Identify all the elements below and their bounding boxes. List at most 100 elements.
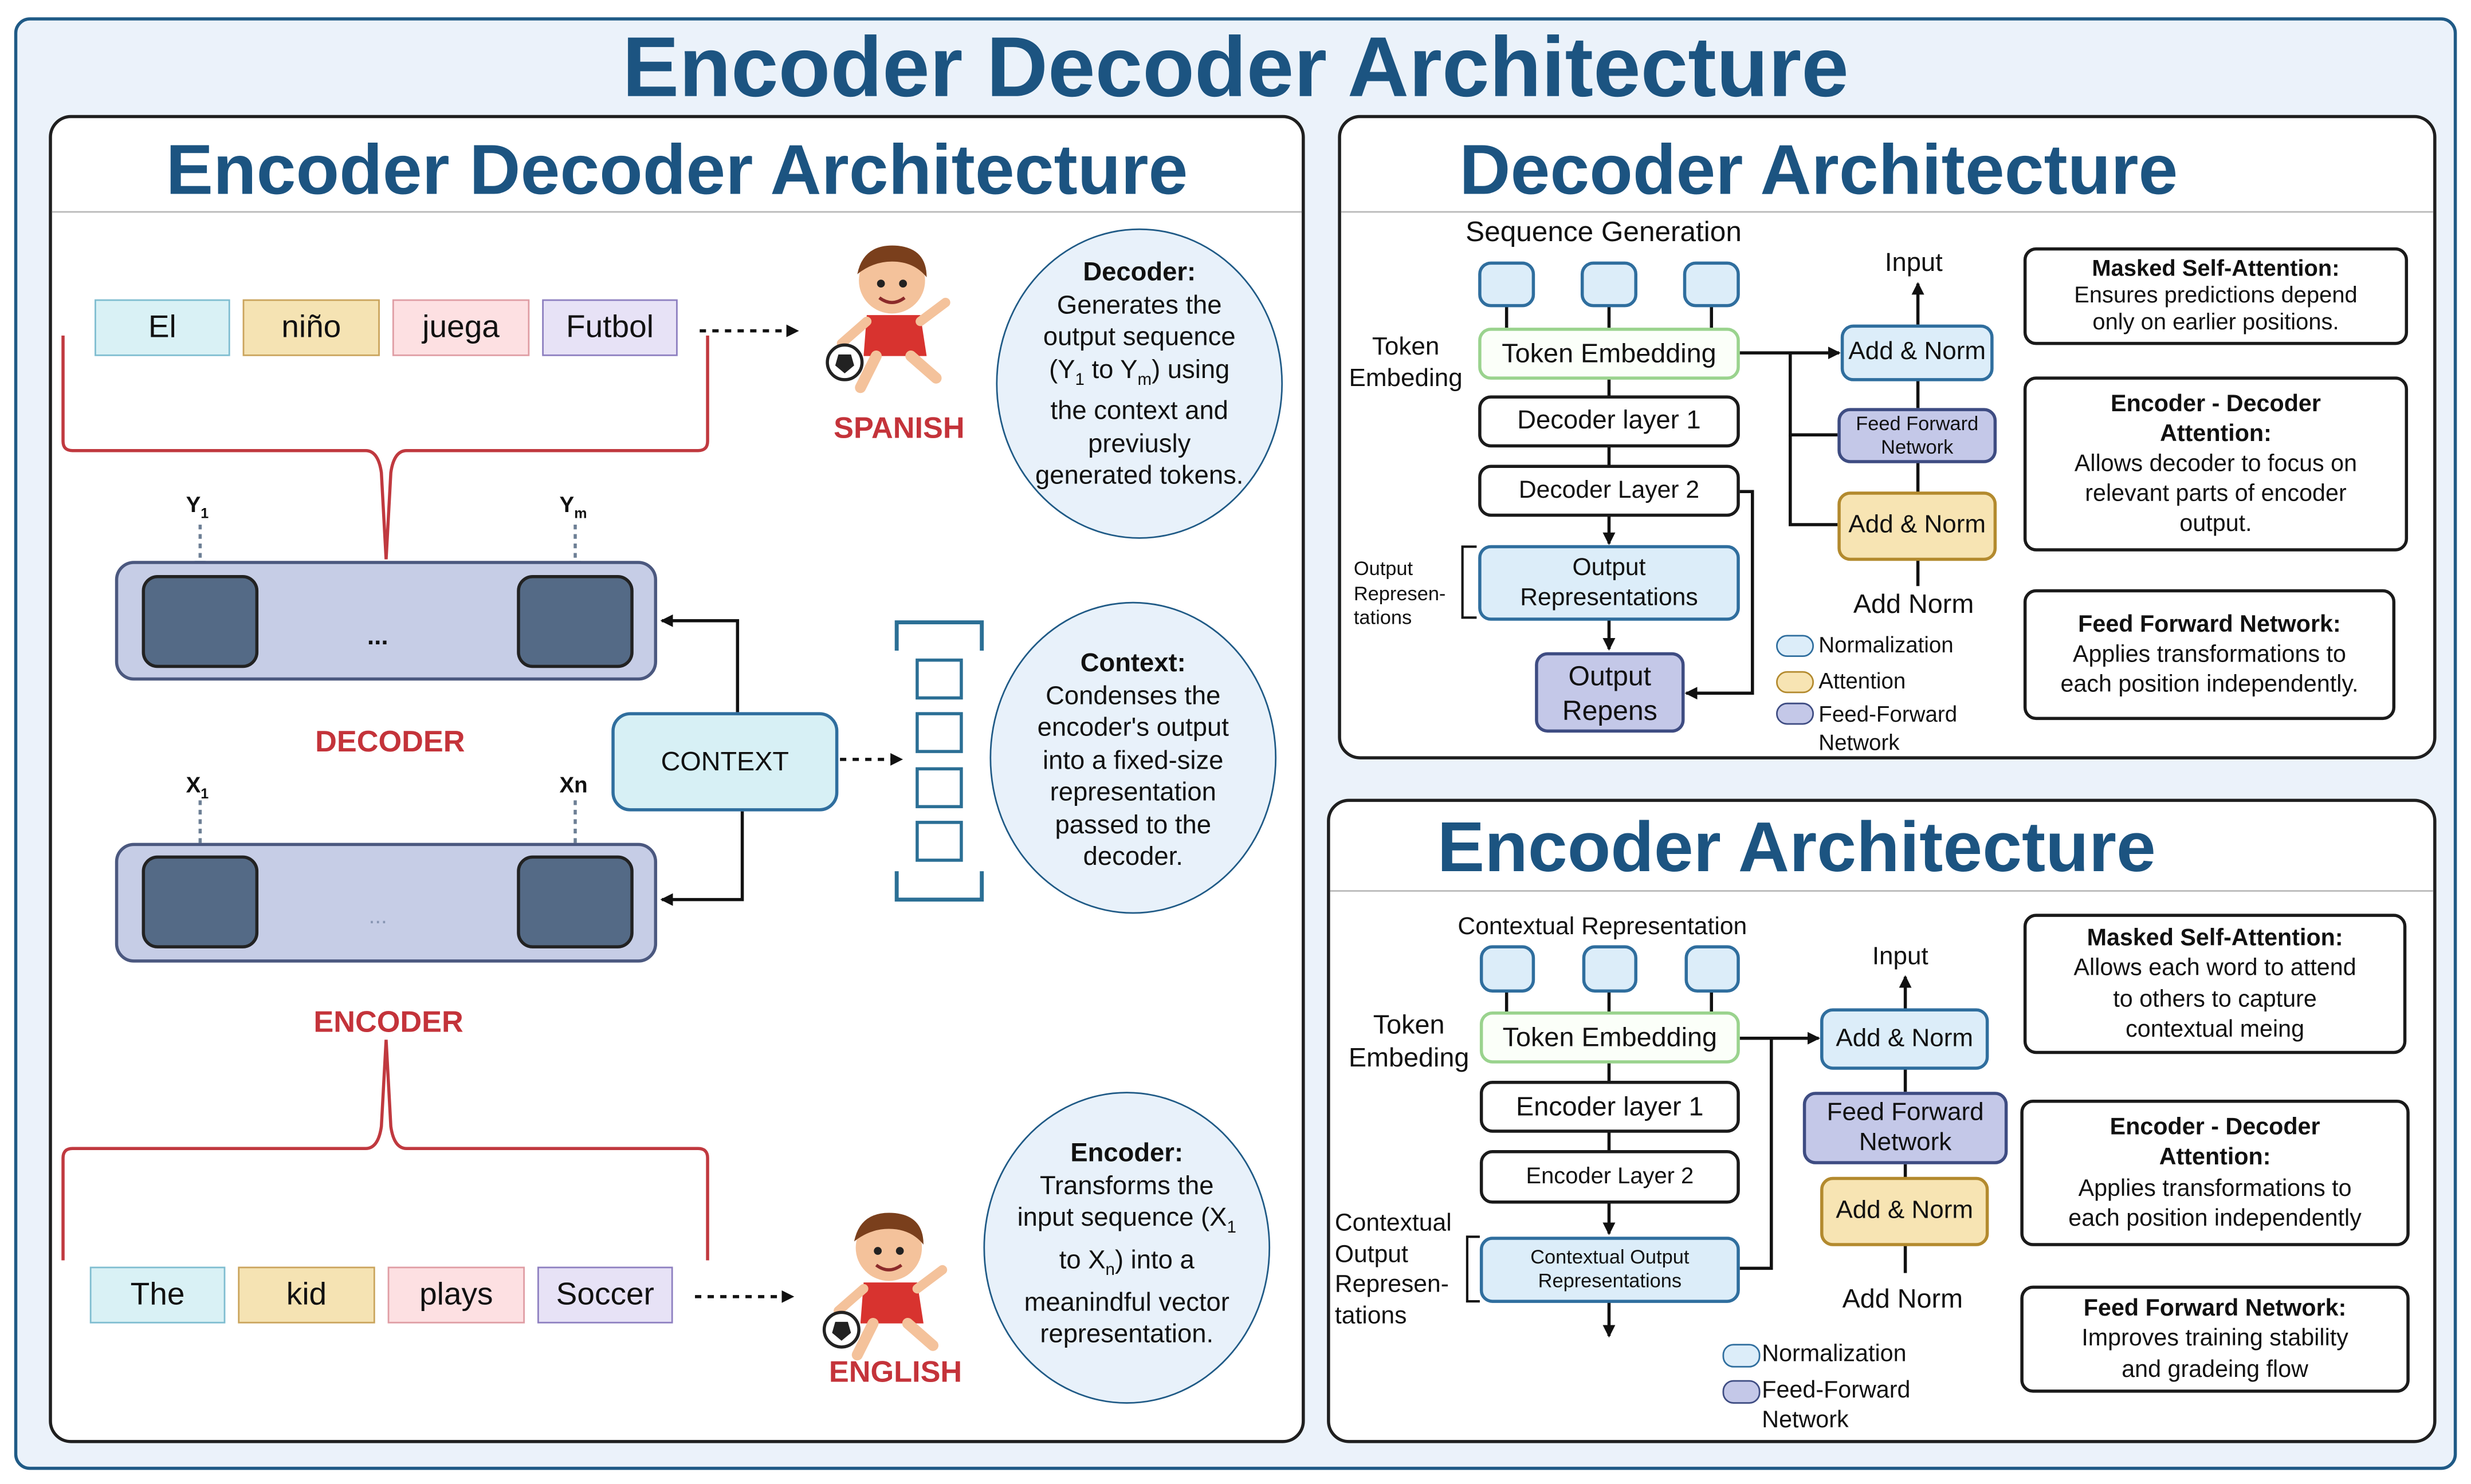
enc-info-line: Applies transformations to — [2078, 1174, 2352, 1202]
enc-output-token — [1684, 945, 1740, 993]
english-token: plays — [387, 1266, 525, 1324]
dec-layer-1: Decoder layer 1 — [1478, 395, 1740, 448]
enc-info-masked: Masked Self-Attention: Allows each word … — [2023, 914, 2407, 1054]
enc-info-title: Encoder - Decoder — [2109, 1113, 2320, 1140]
dec-side-label-line: tations — [1353, 607, 1412, 629]
enc-input-label: Input — [1872, 943, 1928, 971]
enc-legend-ff-line: Network — [1762, 1407, 1849, 1434]
spanish-label: SPANISH — [834, 412, 965, 446]
dec-info-title: Feed Forward Network: — [2078, 611, 2341, 639]
encoder-panel-title: Encoder Architecture — [1437, 806, 2156, 887]
enc-ctx-output-line: Contextual Output — [1530, 1245, 1690, 1267]
dec-output-repens-line: Repens — [1562, 694, 1657, 726]
encoder-note-line: meanindful vector — [1024, 1288, 1229, 1317]
enc-info-title: Masked Self-Attention: — [2087, 924, 2343, 951]
enc-side-label-line: Output — [1334, 1241, 1408, 1267]
dec-output-token — [1580, 261, 1637, 308]
decoder-note-line: previusly — [1088, 430, 1191, 458]
context-note: Context: Condenses the encoder's output … — [989, 648, 1276, 874]
enc-add-norm-yellow: Add & Norm — [1820, 1176, 1989, 1246]
english-kid-icon — [822, 1213, 948, 1361]
enc-side-label-line: Represen- — [1334, 1271, 1449, 1298]
encoder-ellipsis: ... — [368, 903, 387, 928]
decoder-note-oval — [996, 228, 1283, 539]
dec-token-label-line: Token — [1372, 334, 1440, 361]
dec-info-title: Masked Self-Attention: — [2092, 255, 2340, 281]
dec-add-norm-yellow: Add & Norm — [1837, 491, 1997, 561]
context-vector-cell — [916, 767, 963, 809]
encoder-note-line: input sequence (X1 — [1017, 1203, 1236, 1238]
dec-info-title: Attention: — [2160, 420, 2272, 448]
enc-layer-2: Encoder Layer 2 — [1479, 1150, 1740, 1204]
dec-output-token — [1478, 261, 1535, 308]
decoder-cell — [517, 575, 634, 668]
encoder-note-line: representation. — [1040, 1320, 1214, 1349]
enc-feed-forward: Feed Forward Network — [1802, 1092, 2008, 1164]
enc-side-label: Contextual Output Represen- tations — [1335, 1209, 1452, 1332]
enc-info-line: Improves training stability — [2081, 1325, 2348, 1352]
dec-side-label: Output Represen- tations — [1354, 558, 1446, 631]
enc-info-line: Allows each word to attend — [2073, 954, 2356, 982]
dec-info-line: Ensures predictions depend — [2074, 282, 2358, 308]
context-note-line: passed to the — [1055, 810, 1211, 839]
context-note-title: Context: — [1080, 649, 1186, 678]
enc-token-label-line: Embeding — [1348, 1042, 1470, 1073]
dec-info-line: Allows decoder to focus on — [2074, 450, 2358, 478]
enc-contextual-representation: Contextual Representation — [1458, 914, 1747, 941]
enc-info-line: contextual meing — [2126, 1016, 2305, 1043]
x-first-label: X1 — [186, 771, 209, 802]
dec-info-enc-dec: Encoder - Decoder Attention: Allows deco… — [2023, 376, 2409, 552]
english-token: kid — [238, 1266, 375, 1324]
encoder-title-divider — [1330, 890, 2434, 892]
context-box: CONTEXT — [611, 712, 839, 812]
english-bracket — [61, 1040, 709, 1261]
enc-token-label-line: Token — [1373, 1010, 1445, 1040]
decoder-note-line: output sequence — [1043, 322, 1236, 352]
dec-output-rep-line: Output — [1572, 554, 1646, 582]
encoder-note-oval — [983, 1092, 1271, 1404]
left-panel-title: Encoder Decoder Architecture — [166, 129, 1188, 210]
dec-add-norm-top: Add & Norm — [1840, 324, 1994, 381]
enc-contextual-output: Contextual Output Representations — [1479, 1237, 1740, 1303]
dec-sequence-generation: Sequence Generation — [1466, 215, 1742, 247]
enc-ctx-output-line: Representations — [1538, 1270, 1682, 1292]
spanish-token: juega — [392, 299, 530, 356]
dec-output-repens: Output Repens — [1535, 652, 1685, 733]
dec-add-norm-plain: Add Norm — [1853, 589, 1974, 620]
encoder-note-line: Transforms the — [1039, 1171, 1214, 1200]
dec-legend-attention: Attention — [1818, 668, 1906, 694]
decoder-title-divider — [1341, 211, 2434, 213]
dec-ff-line: Network — [1881, 435, 1954, 458]
encoder-cell — [142, 855, 259, 948]
y-first-label: Y1 — [186, 491, 209, 521]
enc-info-title: Attention: — [2159, 1144, 2271, 1171]
dec-info-line: output. — [2179, 510, 2252, 537]
dec-side-label-line: Represen- — [1353, 582, 1446, 604]
dec-output-representations: Output Representations — [1478, 545, 1740, 621]
dec-layer-2: Decoder Layer 2 — [1478, 465, 1740, 517]
enc-legend-ff-swatch — [1722, 1380, 1761, 1404]
dec-legend-ff-line: Network — [1818, 729, 1900, 755]
context-vector-cell — [916, 821, 963, 862]
context-note-oval — [989, 601, 1277, 914]
x-last-label: Xn — [559, 771, 588, 797]
enc-info-title: Feed Forward Network: — [2083, 1294, 2347, 1322]
dec-legend-attention-swatch — [1776, 671, 1814, 694]
enc-info-enc-dec: Encoder - Decoder Attention: Applies tra… — [2020, 1099, 2410, 1246]
left-title-divider — [52, 211, 1302, 213]
dec-output-repens-line: Output — [1568, 659, 1652, 691]
enc-layer-1: Encoder layer 1 — [1479, 1080, 1740, 1133]
enc-legend-ff: Feed-Forward Network — [1762, 1375, 1910, 1435]
enc-legend-normalization-swatch — [1722, 1344, 1761, 1368]
enc-legend-ff-line: Feed-Forward — [1762, 1377, 1911, 1404]
spanish-bracket — [61, 335, 709, 560]
decoder-ellipsis: ... — [367, 624, 388, 651]
y-last-label: Ym — [559, 491, 587, 521]
main-title: Encoder Decoder Architecture — [622, 20, 1849, 115]
enc-side-label-line: Contextual — [1334, 1210, 1452, 1237]
enc-info-line: to others to capture — [2113, 985, 2317, 1013]
enc-ff-line: Network — [1859, 1129, 1952, 1157]
enc-info-line: and gradeing flow — [2122, 1356, 2308, 1383]
